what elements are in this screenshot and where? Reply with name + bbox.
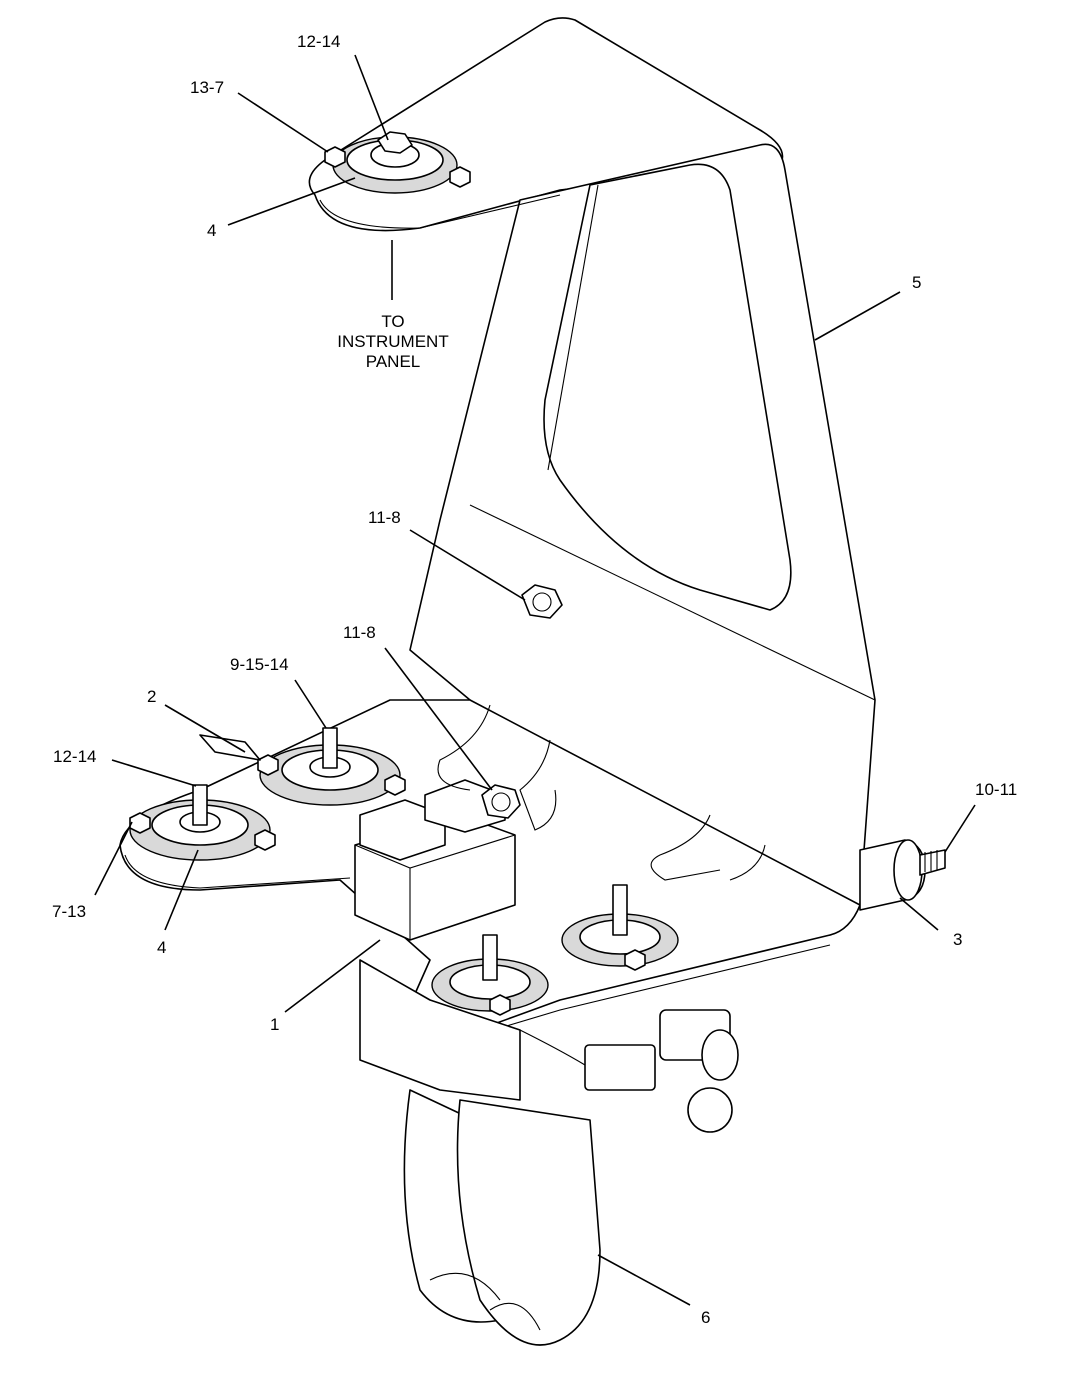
callout-7-13: 7-13 [52, 902, 86, 921]
note-to-instrument-panel-line2: INSTRUMENT [337, 332, 448, 351]
callout-labels: 12-14 13-7 4 TO INSTRUMENT PANEL 5 11-8 … [52, 32, 1017, 1327]
left-mount [129, 784, 276, 861]
note-to-instrument-panel-line1: TO [381, 312, 404, 331]
nuts [481, 584, 563, 819]
callout-11-8-lower: 11-8 [343, 623, 376, 642]
callout-10-11: 10-11 [975, 780, 1017, 799]
callout-13-7: 13-7 [190, 78, 224, 97]
callout-3: 3 [953, 930, 962, 949]
callout-2: 2 [147, 687, 156, 706]
callout-9-15-14: 9-15-14 [230, 655, 289, 674]
right-mounts [431, 884, 679, 1016]
wiring-harness [359, 959, 601, 1346]
callout-12-14-left: 12-14 [53, 747, 96, 766]
sensor [859, 839, 946, 911]
callout-11-8-upper: 11-8 [368, 508, 401, 527]
callout-4-top: 4 [207, 221, 216, 240]
callout-6: 6 [701, 1308, 710, 1327]
callout-1: 1 [270, 1015, 279, 1034]
callout-12-14-top: 12-14 [297, 32, 340, 51]
callout-4-bottom: 4 [157, 938, 166, 957]
relay-module [354, 779, 516, 941]
clips [437, 704, 766, 881]
connector-group [519, 1009, 739, 1133]
leader-lines [94, 54, 976, 1306]
middle-mount [199, 727, 406, 806]
note-to-instrument-panel-line3: PANEL [366, 352, 421, 371]
callout-5: 5 [912, 273, 921, 292]
top-mount [324, 131, 471, 194]
